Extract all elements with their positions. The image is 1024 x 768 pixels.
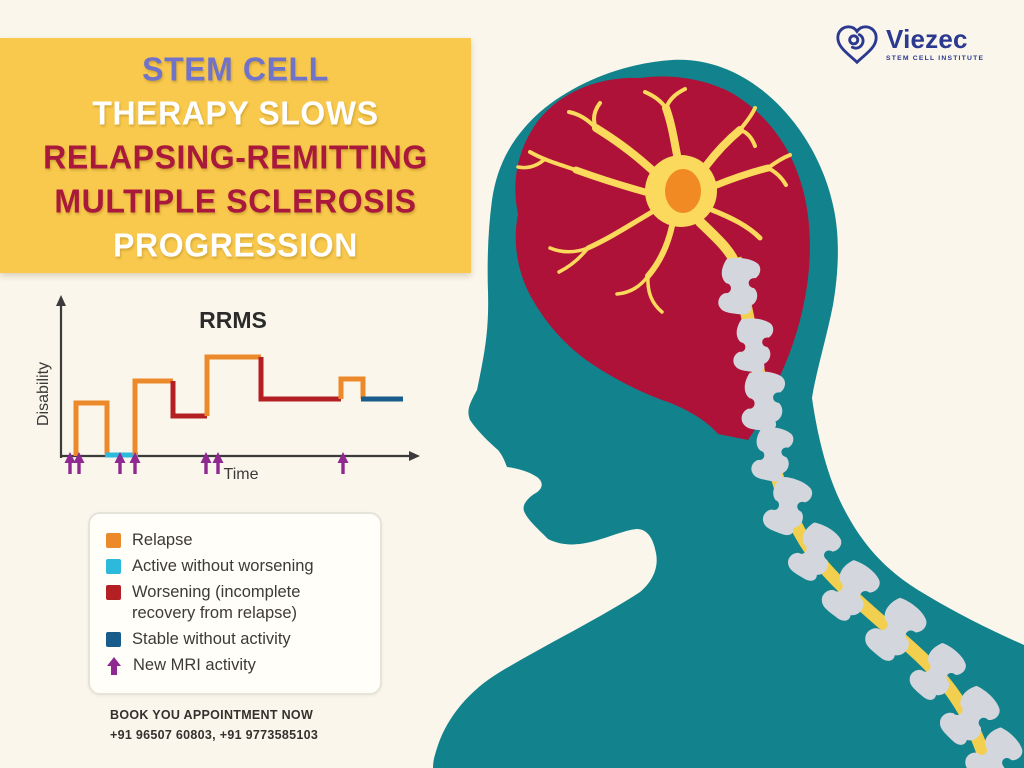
title-line: MULTIPLE SCLEROSIS bbox=[54, 181, 417, 220]
chart-title: RRMS bbox=[199, 307, 267, 333]
logo-subtitle: STEM CELL INSTITUTE bbox=[886, 55, 985, 62]
legend-swatch bbox=[106, 585, 121, 600]
legend-swatch bbox=[106, 632, 121, 647]
legend-item: Stable without activity bbox=[106, 629, 366, 650]
y-axis-arrowhead bbox=[56, 295, 66, 306]
title-line: STEM CELL bbox=[142, 49, 329, 88]
cta-phone-numbers: +91 96507 60803, +91 9773585103 bbox=[110, 728, 319, 742]
title-line: RELAPSING-REMITTING bbox=[43, 137, 428, 176]
legend-label: Stable without activity bbox=[132, 630, 291, 648]
legend-item: Active without worsening bbox=[106, 556, 366, 577]
title-line: PROGRESSION bbox=[113, 225, 358, 264]
x-axis-label: Time bbox=[224, 466, 259, 483]
legend-item: New MRI activity bbox=[106, 655, 366, 676]
legend-swatch bbox=[106, 533, 121, 548]
neuron-icon bbox=[516, 87, 792, 314]
legend-label: Active without worsening bbox=[132, 557, 314, 575]
disability-step-line bbox=[73, 354, 403, 458]
heart-fetus-icon bbox=[836, 25, 878, 65]
viezec-logo: Viezec STEM CELL INSTITUTE bbox=[834, 22, 984, 68]
mri-activity-arrows bbox=[64, 452, 349, 474]
legend-item: Worsening (incomplete recovery from rela… bbox=[106, 582, 366, 624]
legend-label: New MRI activity bbox=[133, 656, 256, 674]
neuron-nucleus bbox=[665, 169, 701, 213]
x-axis-arrowhead bbox=[409, 451, 420, 461]
mri-arrow-icon bbox=[107, 657, 121, 675]
title-line: THERAPY SLOWS bbox=[92, 93, 379, 132]
legend-item: Relapse bbox=[106, 530, 366, 551]
page-title: STEM CELL THERAPY SLOWS RELAPSING-REMITTIN… bbox=[0, 47, 471, 267]
logo-name: Viezec bbox=[886, 24, 968, 54]
title-banner: STEM CELL THERAPY SLOWS RELAPSING-REMITTIN… bbox=[0, 38, 471, 273]
legend-label: Relapse bbox=[132, 531, 193, 549]
cta-heading: BOOK YOU APPOINTMENT NOW bbox=[110, 708, 314, 722]
rrms-chart: RRMS Time Disability bbox=[35, 295, 420, 483]
legend-label: Worsening (incomplete recovery from rela… bbox=[132, 583, 301, 622]
appointment-cta: BOOK YOU APPOINTMENT NOW +91 96507 60803… bbox=[110, 705, 318, 745]
legend-swatch bbox=[106, 559, 121, 574]
y-axis-label: Disability bbox=[35, 362, 52, 426]
